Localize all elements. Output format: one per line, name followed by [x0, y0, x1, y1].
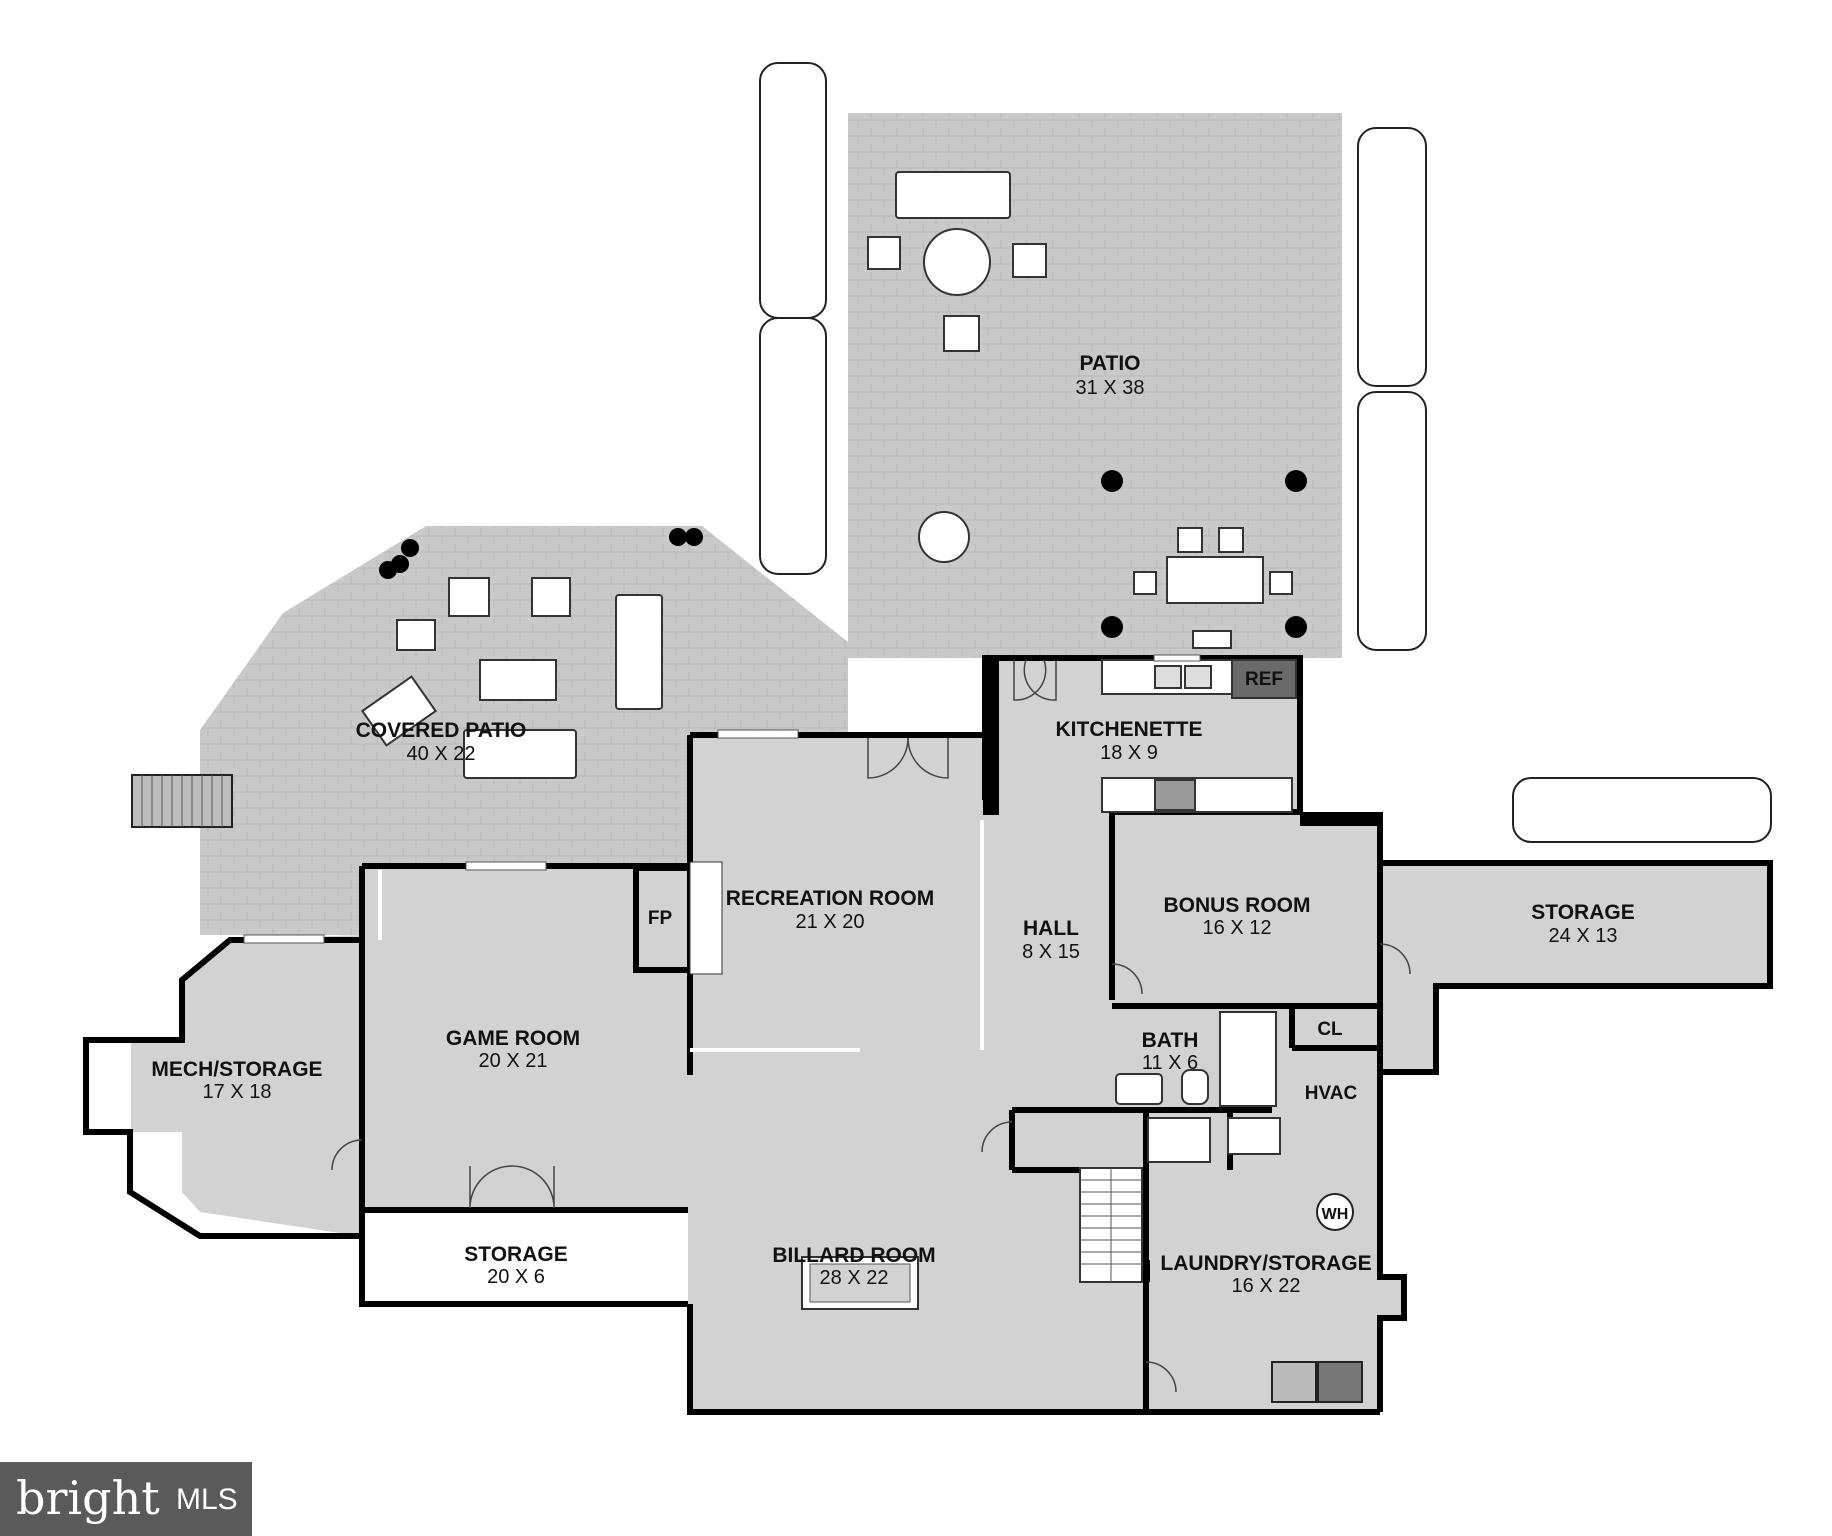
storage-east-name: STORAGE — [1531, 901, 1634, 924]
wh-tag: WH — [1322, 1206, 1349, 1223]
kitchenette-dims: 18 X 9 — [1100, 742, 1158, 764]
fp-tag: FP — [648, 908, 673, 929]
bath-dims: 11 X 6 — [1142, 1052, 1198, 1074]
logo-suffix: MLS — [176, 1483, 238, 1516]
billard-room-dims: 28 X 22 — [820, 1267, 889, 1289]
bonus-room-name: BONUS ROOM — [1164, 894, 1311, 917]
windows — [243, 654, 1201, 944]
recreation-room-name: RECREATION ROOM — [726, 887, 934, 910]
game-room-name: GAME ROOM — [446, 1027, 580, 1050]
wall-accents — [983, 655, 1380, 1282]
kitchenette-name: KITCHENETTE — [1056, 718, 1203, 741]
laundry-storage-dims: 16 X 22 — [1232, 1275, 1301, 1297]
billiard-table — [801, 1256, 919, 1310]
ref-tag: REF — [1245, 669, 1283, 690]
bright-mls-logo: bright MLS — [0, 1462, 252, 1536]
covered-patio-furniture — [360, 577, 663, 779]
game-room-dims: 20 X 21 — [479, 1050, 548, 1072]
hall-dims: 8 X 15 — [1022, 941, 1080, 963]
patio-name: PATIO — [1079, 352, 1140, 375]
fixture-tags: FP REF CL HVAC WH — [648, 669, 1358, 1223]
bath-name: BATH — [1142, 1029, 1199, 1052]
hedge — [759, 62, 827, 319]
mech-storage-dims: 17 X 18 — [203, 1081, 272, 1103]
interior-floor — [131, 658, 1770, 1412]
room-labels: PATIO 31 X 38 COVERED PATIO 40 X 22 KITC… — [151, 352, 1634, 1297]
mech-storage-name: MECH/STORAGE — [151, 1058, 322, 1081]
storage-east-dims: 24 X 13 — [1549, 925, 1618, 947]
storage-west-name: STORAGE — [464, 1243, 567, 1266]
bath-fixtures — [1115, 1011, 1281, 1163]
billard-room-name: BILLARD ROOM — [772, 1244, 935, 1267]
covered-patio-dims: 40 X 22 — [407, 743, 476, 765]
covered-patio-name: COVERED PATIO — [356, 719, 527, 742]
hedge — [1512, 777, 1772, 843]
patio-dims: 31 X 38 — [1076, 377, 1145, 399]
exterior-stairs — [131, 774, 233, 828]
storage-west-dims: 20 X 6 — [487, 1266, 545, 1288]
recreation-room-dims: 21 X 20 — [796, 911, 865, 933]
hedge — [1357, 127, 1427, 387]
bonus-room-dims: 16 X 12 — [1203, 917, 1272, 939]
laundry-appliances — [1271, 1361, 1363, 1403]
partitions — [378, 820, 984, 1052]
laundry-storage-name: LAUNDRY/STORAGE — [1160, 1252, 1371, 1275]
hedge — [759, 317, 827, 575]
patio-furniture — [867, 171, 1293, 649]
hedge — [1357, 391, 1427, 651]
hall-name: HALL — [1023, 917, 1079, 940]
cl-tag: CL — [1317, 1019, 1343, 1040]
interior-stairs — [1079, 1167, 1143, 1283]
doors — [331, 659, 1411, 1393]
patio-posts — [379, 470, 1307, 638]
fireplace-hearth — [689, 861, 723, 975]
logo-brand: bright — [16, 1471, 160, 1525]
hvac-tag: HVAC — [1305, 1083, 1358, 1104]
hedges — [759, 62, 1772, 843]
water-heater — [1316, 1193, 1354, 1231]
